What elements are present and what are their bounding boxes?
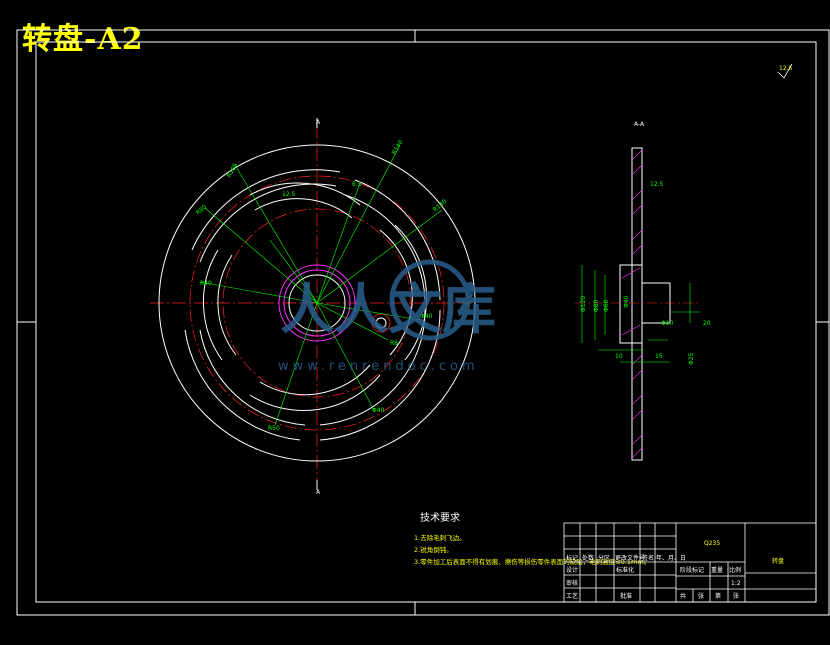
svg-text:R80: R80	[195, 203, 209, 216]
svg-text:Φ40: Φ40	[372, 407, 385, 414]
centering-marks	[17, 30, 829, 615]
watermark: 人人文库 www.renrendoc.com	[278, 259, 496, 374]
section-label-bottom: A	[316, 489, 321, 496]
pin-hole	[375, 317, 387, 329]
title-block-text: 标记 处数 分区 更改文件号 签名 年、月、日 设计 标准化 审核 工艺 批准 …	[566, 540, 784, 600]
svg-text:阶段标记: 阶段标记	[680, 566, 704, 574]
technical-requirements: 技术要求 1.去除毛刺飞边。 2.锐角倒钝。 3.零件加工后表面不得有划痕、擦伤…	[414, 511, 650, 566]
svg-text:Φ60: Φ60	[603, 299, 610, 312]
svg-text:批准: 批准	[620, 592, 632, 600]
part-name-text: 转盘	[772, 557, 784, 565]
svg-text:R40: R40	[200, 280, 212, 287]
front-view: A A	[150, 118, 476, 496]
svg-text:更改文件号: 更改文件号	[615, 554, 645, 562]
svg-text:分区: 分区	[598, 554, 610, 562]
svg-text:年、月、日: 年、月、日	[656, 554, 686, 562]
section-label-top: A	[316, 119, 321, 126]
section-hatching	[621, 149, 643, 459]
svg-text:重量: 重量	[711, 566, 723, 574]
svg-text:1:2: 1:2	[731, 580, 741, 587]
watermark-text: 人人文库	[280, 278, 496, 341]
tech-req-item-2: 2.锐角倒钝。	[414, 545, 453, 554]
svg-text:第: 第	[715, 592, 721, 600]
svg-text:20: 20	[703, 320, 711, 327]
svg-text:R8: R8	[390, 340, 398, 347]
tech-req-heading: 技术要求	[420, 511, 460, 524]
tech-req-item-1: 1.去除毛刺飞边。	[414, 533, 466, 542]
svg-text:标记: 标记	[566, 554, 578, 562]
hub-outer	[278, 264, 356, 342]
section-view-label: A-A	[634, 121, 645, 128]
drawing-title: 转盘-A2	[22, 22, 144, 57]
pitch-circle-outer	[189, 175, 445, 431]
hub-bore	[288, 274, 346, 332]
svg-text:签名: 签名	[642, 554, 654, 562]
svg-text:工艺: 工艺	[566, 592, 578, 600]
svg-text:标准化: 标准化	[616, 566, 634, 574]
svg-text:R105: R105	[226, 162, 240, 179]
svg-text:张: 张	[733, 592, 739, 600]
svg-text:Φ40: Φ40	[420, 313, 433, 320]
title-block	[563, 522, 817, 603]
roughness-symbol: 12.5	[777, 63, 793, 79]
svg-text:设计: 设计	[566, 566, 578, 574]
material-text: Q235	[704, 540, 720, 547]
svg-text:Φ120: Φ120	[580, 296, 587, 312]
svg-text:Φ25: Φ25	[688, 352, 695, 365]
svg-text:共: 共	[680, 592, 686, 600]
svg-text:Φ10: Φ10	[661, 320, 674, 327]
svg-text:6.3: 6.3	[352, 181, 362, 188]
svg-text:张: 张	[698, 592, 704, 600]
svg-text:15: 15	[655, 353, 663, 360]
svg-text:10: 10	[615, 353, 623, 360]
svg-text:审核: 审核	[566, 579, 578, 587]
svg-text:R50: R50	[268, 425, 280, 432]
section-dimension-lines	[581, 265, 700, 363]
svg-text:Φ80: Φ80	[593, 299, 600, 312]
svg-text:比例: 比例	[729, 566, 741, 574]
dimension-leaders	[199, 144, 443, 426]
outer-circle	[158, 144, 476, 462]
tech-req-item-3: 3.零件加工后表面不得有划痕、擦伤等损伤零件表面的缺陷，毛刺高度≤0.1mm。	[414, 557, 650, 566]
svg-text:12.5: 12.5	[779, 65, 793, 72]
pin-hole-outer	[371, 313, 391, 333]
svg-text:12.5: 12.5	[650, 181, 664, 188]
watermark-url: www.renrendoc.com	[278, 359, 479, 374]
svg-text:12.5: 12.5	[282, 191, 296, 198]
svg-text:处数: 处数	[582, 554, 594, 562]
svg-text:R140: R140	[391, 139, 405, 156]
curved-slots	[184, 169, 441, 441]
section-view: A-A	[575, 121, 711, 461]
pitch-circle-inner	[222, 208, 412, 398]
svg-text:Φ40: Φ40	[623, 295, 630, 308]
